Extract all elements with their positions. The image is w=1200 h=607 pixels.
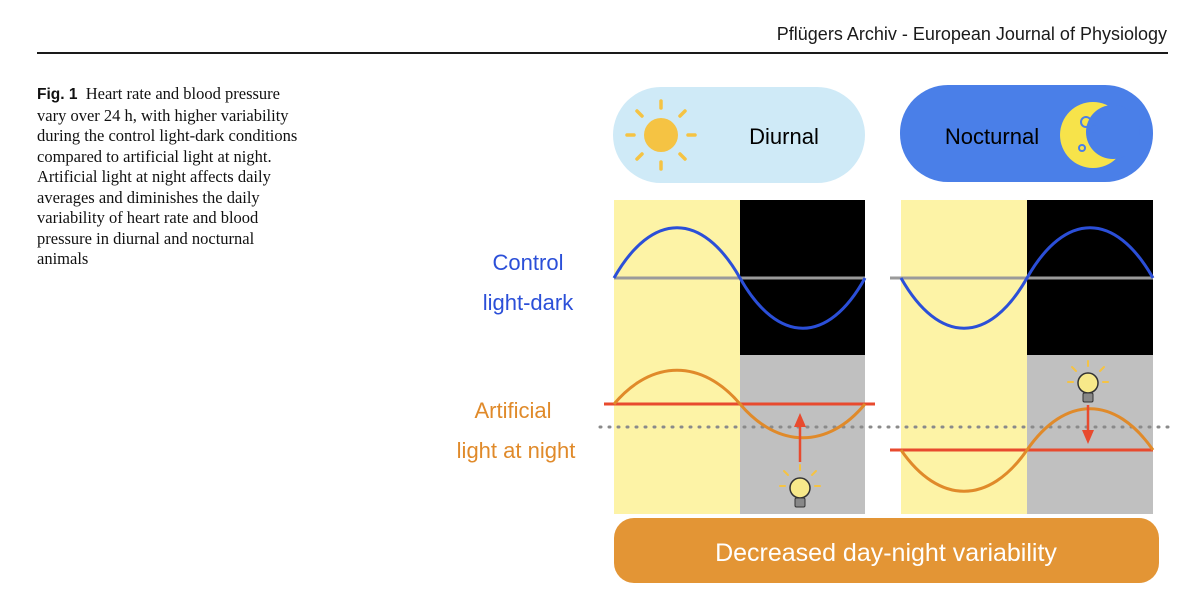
diurnal-up-arrow <box>794 413 806 462</box>
diurnal-control-curve <box>612 226 867 330</box>
lightbulb-icon <box>779 464 821 508</box>
header-rule <box>37 52 1168 54</box>
banner-text: Decreased day-night variability <box>715 539 1057 567</box>
nocturnal-day-panel <box>901 200 1027 514</box>
nocturnal-down-arrow <box>1082 405 1094 444</box>
diurnal-pill: Diurnal <box>613 87 865 183</box>
lightbulb-icon <box>1067 360 1109 403</box>
nocturnal-pill: Nocturnal <box>900 85 1153 182</box>
nocturnal-control-curve <box>899 226 1155 330</box>
nocturnal-alan-curve <box>899 407 1155 493</box>
figure-caption: Fig. 1 Heart rate and blood pressure var… <box>37 84 299 270</box>
control-label-line1: Control <box>493 250 564 275</box>
alan-label-line2: light at night <box>457 438 576 463</box>
diurnal-label: Diurnal <box>749 124 819 149</box>
figure-label: Fig. 1 <box>37 86 78 103</box>
moon-icon <box>1060 102 1140 168</box>
alan-label-line1: Artificial <box>474 398 551 423</box>
diurnal-day-panel <box>614 200 740 514</box>
journal-header: Pflügers Archiv - European Journal of Ph… <box>776 24 1167 44</box>
caption-text: Heart rate and blood pressure vary over … <box>37 84 298 268</box>
sun-icon <box>625 99 697 171</box>
diurnal-alan-curve <box>612 368 867 440</box>
variability-banner: Decreased day-night variability <box>614 518 1159 583</box>
nocturnal-label: Nocturnal <box>945 124 1039 149</box>
control-label-line2: light-dark <box>483 290 574 315</box>
